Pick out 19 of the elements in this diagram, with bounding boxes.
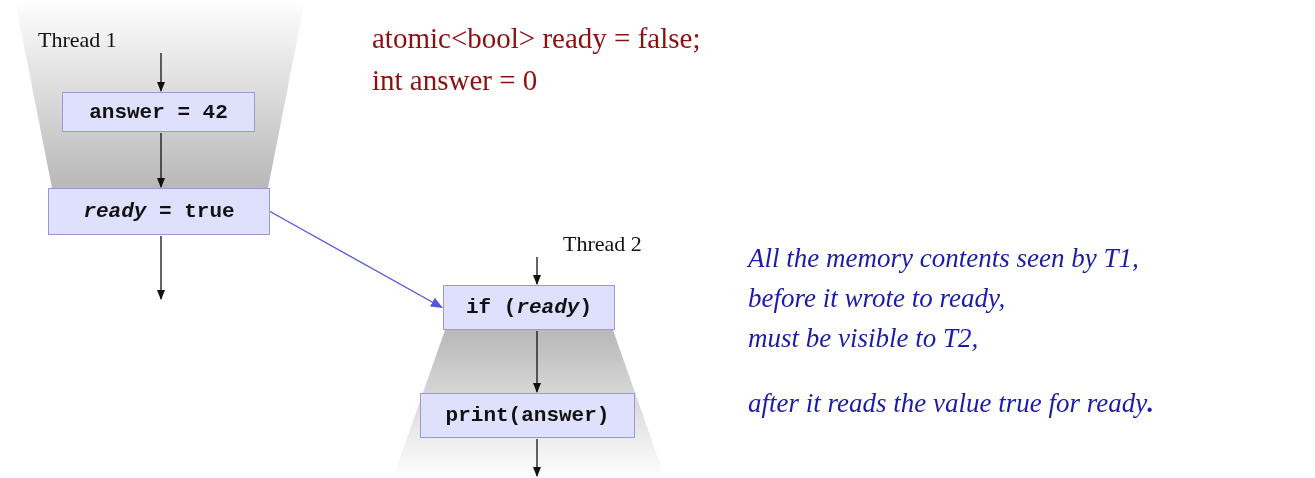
note-text: All the memory contents seen by T1, — [748, 243, 1139, 274]
arrow — [533, 330, 541, 393]
note-text: before it wrote to ready, — [748, 283, 1006, 314]
note-text: must be visible to T2, — [748, 323, 979, 354]
code-box: answer = 42 — [62, 92, 255, 132]
code-box: ready = true — [48, 188, 270, 235]
code-box: print(answer) — [420, 393, 635, 438]
note-text: after it reads the value true for ready. — [748, 388, 1154, 419]
declaration-text: atomic<bool> ready = false; — [372, 22, 701, 55]
declaration-text: int answer = 0 — [372, 64, 538, 97]
arrow — [157, 132, 165, 188]
thread-label: Thread 1 — [30, 28, 170, 52]
arrow — [157, 52, 165, 92]
thread-label: Thread 2 — [530, 232, 660, 256]
arrow — [533, 438, 541, 477]
arrow — [157, 235, 165, 300]
arrow — [533, 256, 541, 285]
arrow — [269, 210, 443, 309]
code-box: if (ready) — [443, 285, 615, 330]
